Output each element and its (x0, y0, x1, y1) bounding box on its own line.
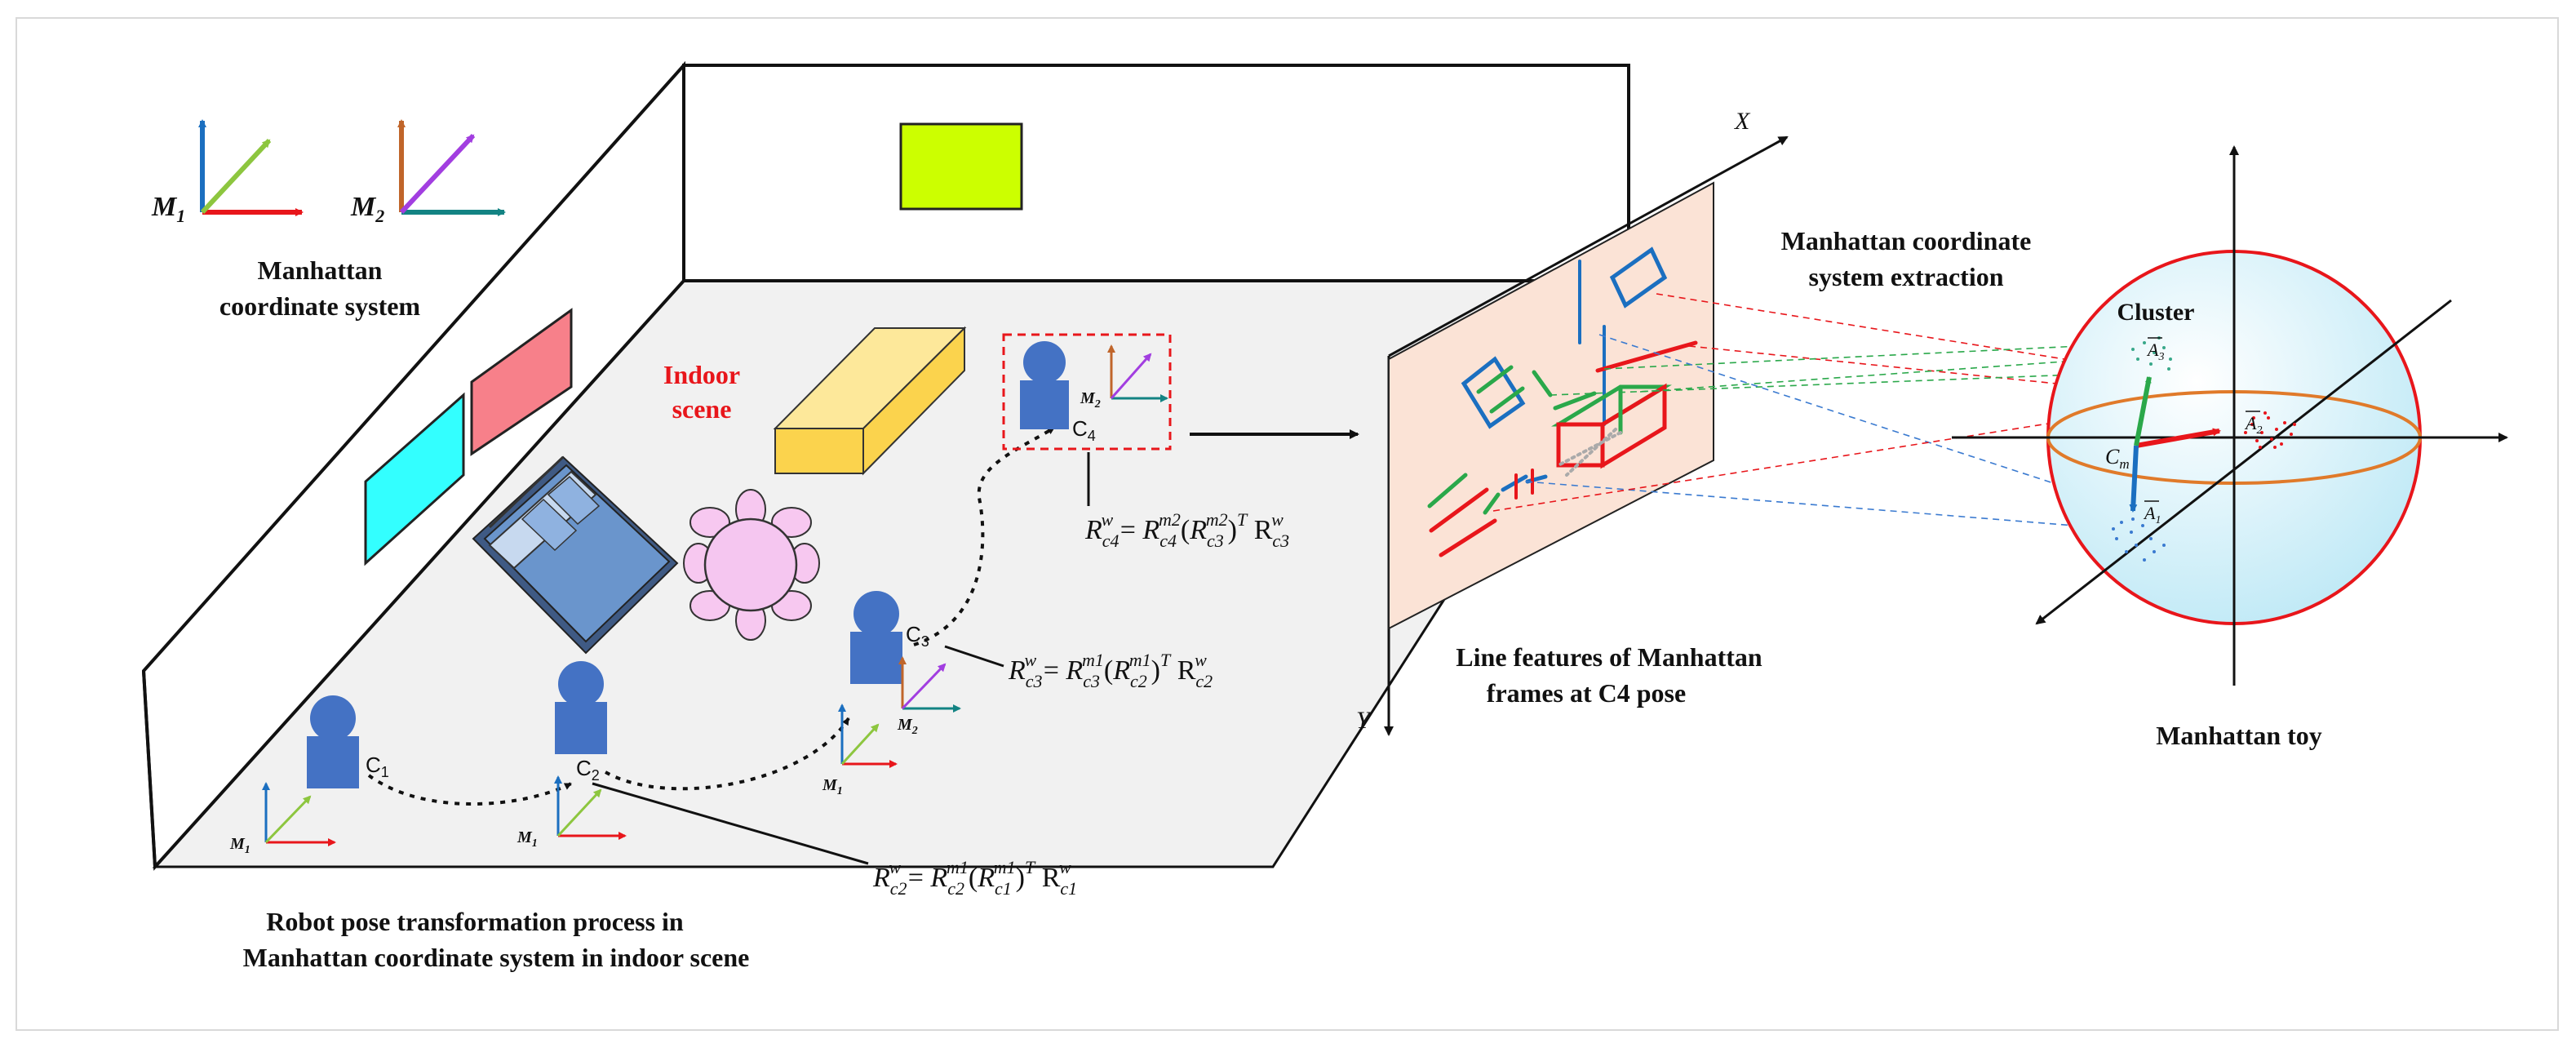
robot-c3-label: C3 (906, 622, 929, 650)
plane-caption-line1: Line features of Manhattan (1456, 642, 1762, 672)
plane-caption-line2: frames at C4 pose (1487, 678, 1686, 708)
cm-label: Cm (2105, 445, 2130, 472)
c2-m1-axes (554, 775, 627, 840)
image-plane (1388, 181, 1714, 630)
svg-text:Rc2w = Rc2m1(Rc1m1)T Rc1w: Rc2w = Rc2m1(Rc1m1)T Rc1w (872, 857, 1077, 899)
a3-label: A3 (2146, 340, 2164, 363)
cluster-a1-points (2112, 517, 2166, 562)
c3-m1-axes (838, 704, 898, 768)
robot-c1 (307, 695, 359, 788)
c4-highlight-box (1002, 333, 1172, 451)
equation-c3: Rc3w = Rc3m1(Rc2m1)T Rc2w (1008, 650, 1213, 691)
leader-c2-equation (592, 782, 869, 865)
trajectory-c1-c2 (367, 774, 572, 806)
legend-m1-label: M1 (151, 192, 185, 226)
extraction-title-line2: system extraction (1808, 262, 2003, 291)
c1-m1-axes (262, 782, 336, 846)
room-back-wall (682, 64, 1630, 282)
c3-m2-axes (898, 656, 961, 713)
table-with-chairs (683, 489, 820, 641)
leader-c3-equation (944, 645, 1004, 668)
lime-wall-panel (899, 122, 1023, 211)
x-axis-label: X (1734, 108, 1751, 135)
svg-text:Rc3w = Rc3m1(Rc2m1)T Rc2w: Rc3w = Rc3m1(Rc2m1)T Rc2w (1008, 650, 1213, 691)
robot-c1-label: C1 (366, 753, 389, 780)
equation-c4: Rc4w = Rc4m2(Rc3m2)T Rc3w (1084, 509, 1289, 551)
cyan-wall-panel (364, 392, 465, 566)
indoor-scene-line1: Indoor (663, 360, 740, 389)
legend-m1-axes (198, 119, 304, 216)
bed (472, 455, 679, 655)
legend-m2-axes (397, 119, 506, 216)
a2-label: A2 (2244, 413, 2262, 437)
pink-wall-panel (470, 308, 573, 456)
robot-c4 (1020, 341, 1069, 429)
cluster-label: Cluster (2117, 299, 2195, 326)
extraction-title-line1: Manhattan coordinate (1781, 226, 2032, 255)
robot-c2-label: C2 (576, 756, 600, 784)
scene-caption-line1: Robot pose transformation process in (266, 907, 684, 936)
sphere-caption: Manhattan toy (2156, 721, 2322, 750)
c3-m1-label: M1 (822, 776, 843, 797)
c4-m2-axes (1107, 344, 1168, 402)
yellow-box (773, 326, 967, 476)
x-axis (1388, 135, 1789, 357)
robot-c2 (555, 661, 607, 754)
cluster-a3-points (2131, 336, 2172, 371)
robot-c4-label: C4 (1072, 416, 1096, 444)
c2-m1-label: M1 (517, 828, 538, 850)
sphere-depth-axis (2035, 299, 2452, 625)
cluster-a2-points (2244, 411, 2296, 449)
legend-title-line1: Manhattan (258, 255, 383, 285)
c1-m1-label: M1 (229, 835, 251, 856)
indoor-scene-line2: scene (672, 394, 732, 424)
svg-text:Rc4w = Rc4m2(Rc3m2)T Rc3w: Rc4w = Rc4m2(Rc3m2)T Rc3w (1084, 509, 1289, 551)
scene-caption-line2: Manhattan coordinate system in indoor sc… (243, 943, 750, 972)
a1-label: A1 (2143, 503, 2161, 526)
equation-c2: Rc2w = Rc2m1(Rc1m1)T Rc1w (872, 857, 1077, 899)
robot-c3 (850, 591, 902, 684)
line-features (1427, 246, 1698, 557)
c4-m2-label: M2 (1080, 389, 1101, 411)
y-axis-label: Y (1356, 707, 1372, 734)
sphere-basis-vectors (2129, 376, 2221, 513)
c3-m2-label: M2 (897, 716, 918, 737)
legend-m2-label: M2 (350, 192, 384, 226)
legend-title-line2: coordinate system (219, 291, 421, 321)
